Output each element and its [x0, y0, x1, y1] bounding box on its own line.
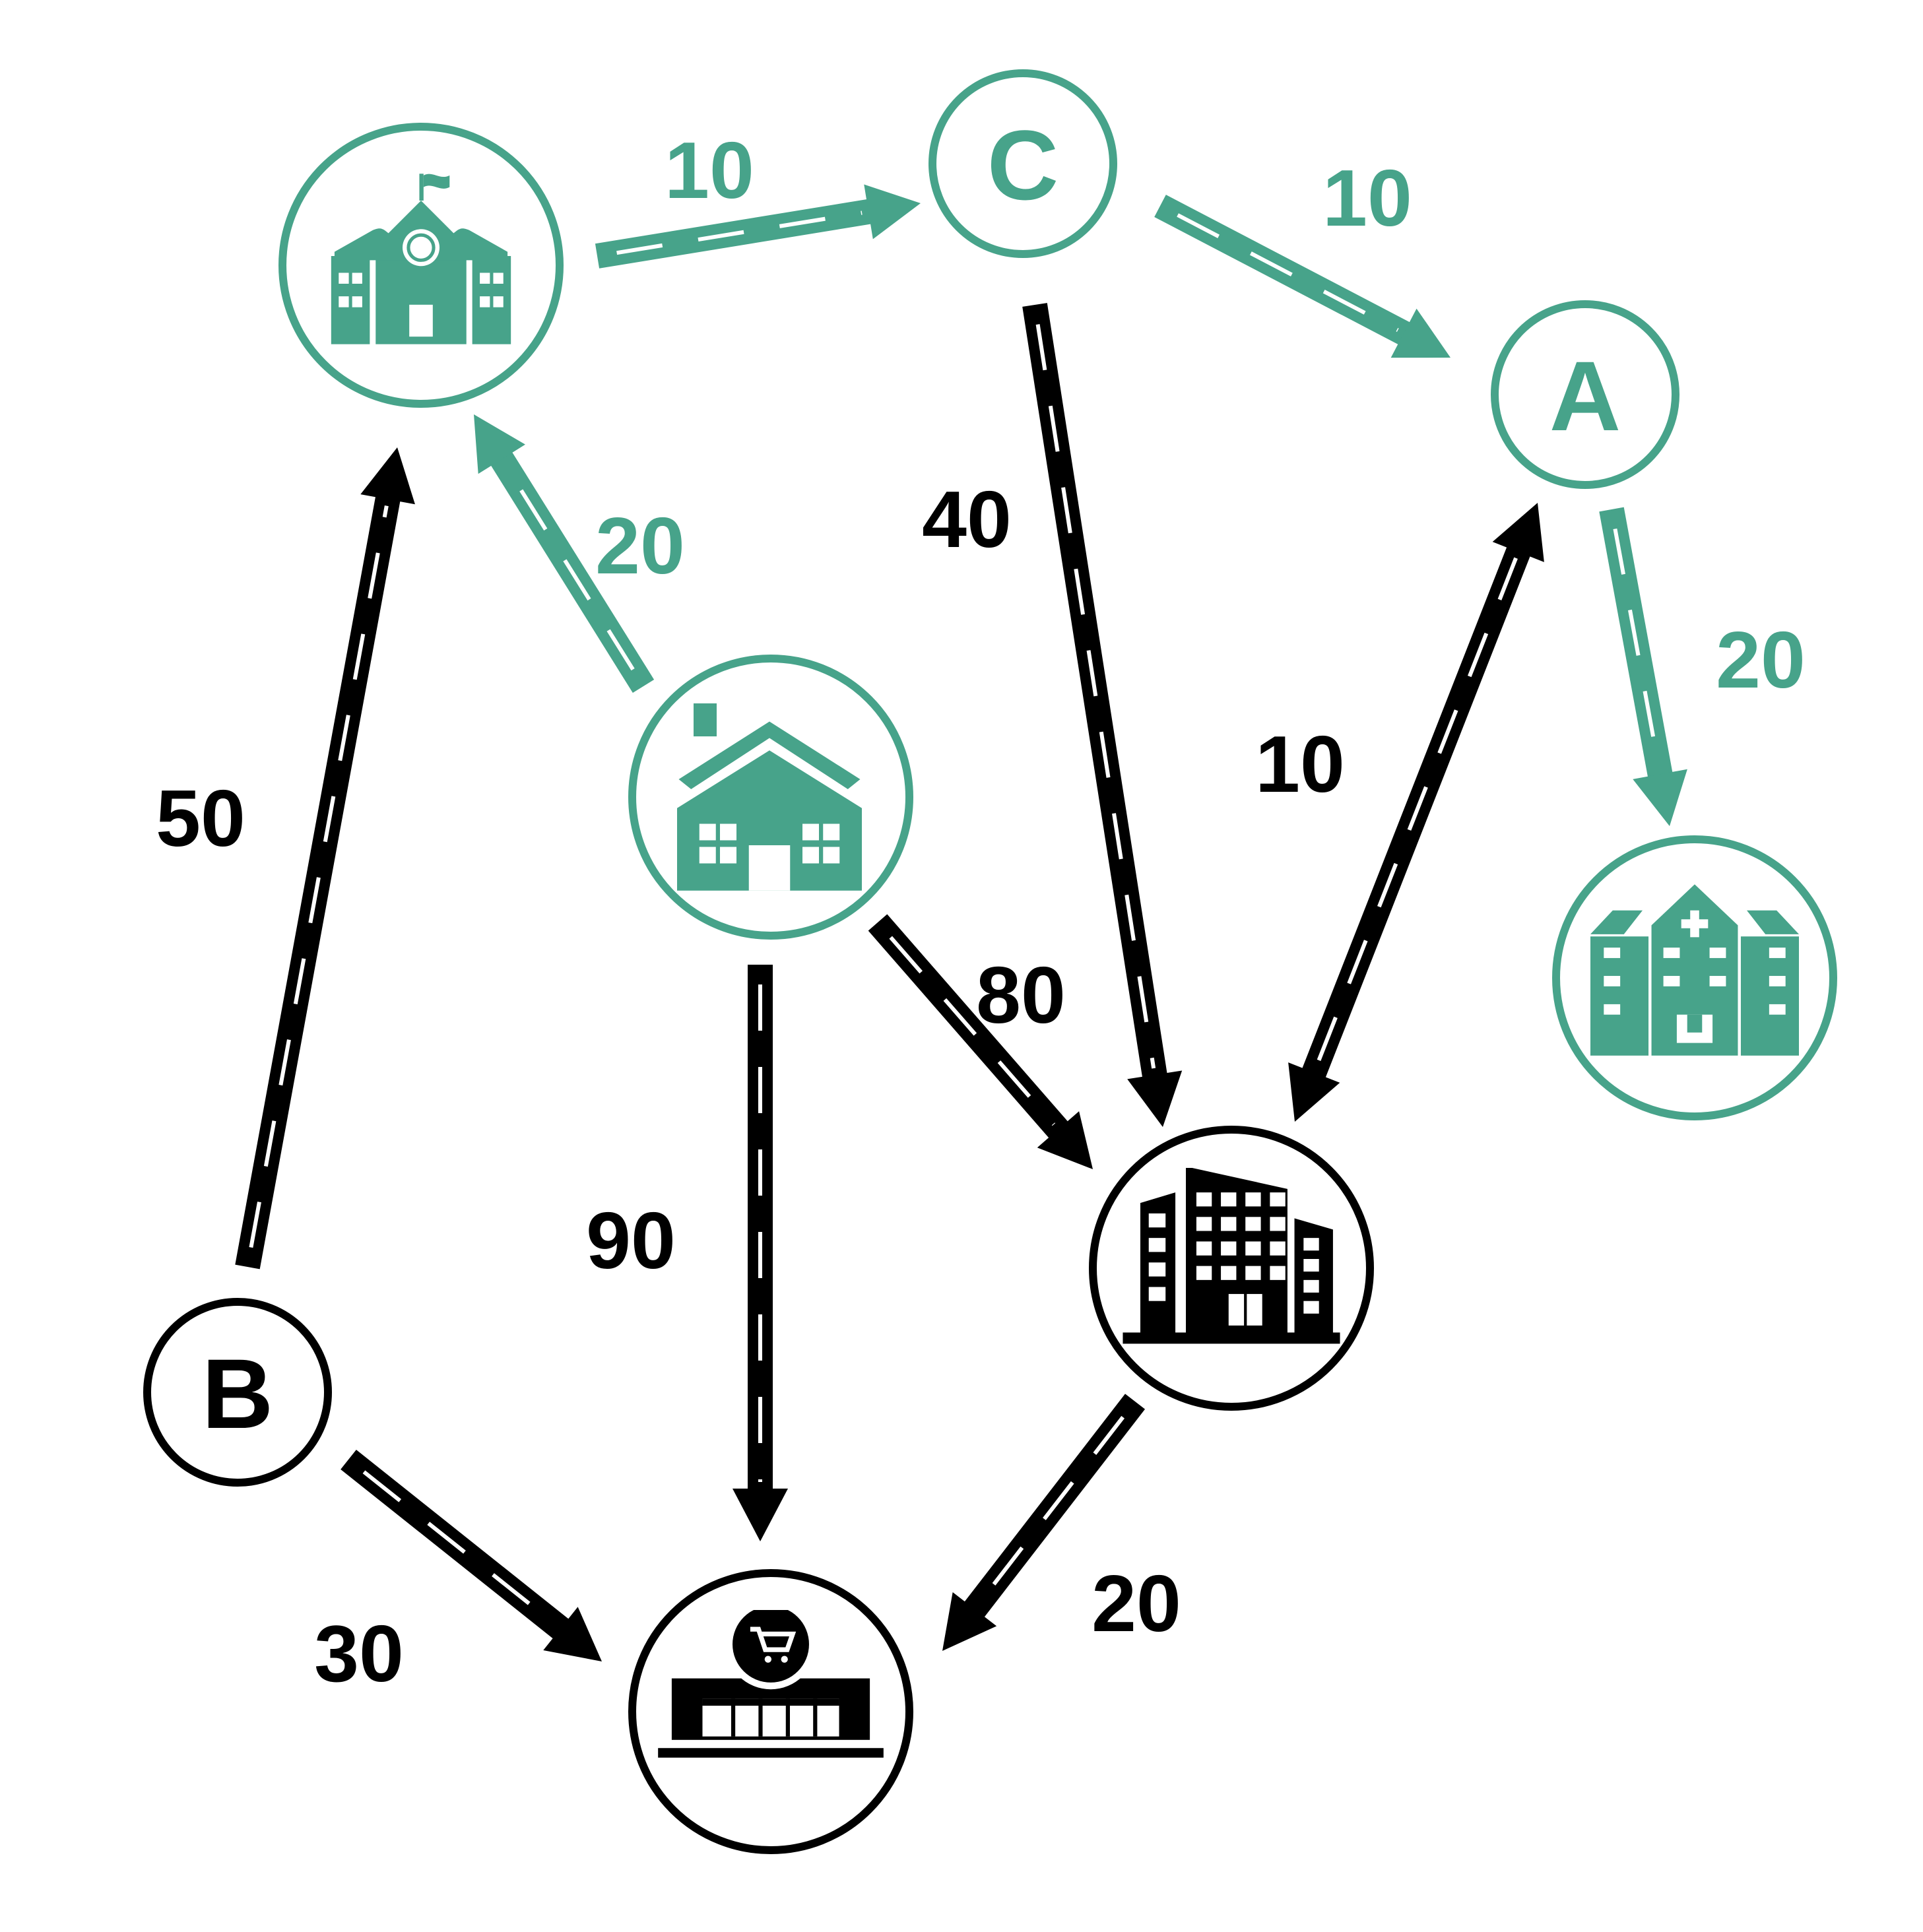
edges-layer	[235, 184, 1687, 1661]
edge-a-to-hospital	[1599, 507, 1687, 826]
nodes-layer: C A B	[143, 69, 1837, 1854]
edge-c-to-a	[1154, 195, 1450, 358]
road-lane-dashes	[1317, 557, 1518, 1062]
road-lane-dashes	[616, 210, 863, 255]
edge-office-to-store	[942, 1394, 1146, 1651]
road-lane-dashes	[362, 1470, 557, 1626]
edge-house-to-store	[733, 965, 788, 1541]
arrowhead	[360, 447, 415, 505]
edge-c-to-office	[1022, 303, 1183, 1127]
node-c-label: C	[987, 110, 1059, 220]
edge-weight-school-c: 10	[665, 125, 754, 215]
road-lane-dashes	[1035, 324, 1156, 1069]
node-a: A	[1491, 300, 1679, 489]
edge-weight-a-hospital: 20	[1716, 615, 1806, 705]
arrowhead	[942, 1592, 997, 1651]
arrowhead	[474, 414, 525, 474]
road-lane-dashes	[1613, 528, 1661, 769]
edge-weight-c-office: 40	[922, 474, 1012, 564]
arrowhead	[1390, 308, 1450, 358]
node-hospital	[1552, 835, 1837, 1120]
node-school	[278, 123, 564, 408]
node-b-label: B	[202, 1338, 273, 1449]
arrowhead	[733, 1489, 788, 1541]
edge-weight-house-office: 80	[976, 950, 1066, 1040]
node-b: B	[143, 1298, 332, 1487]
arrowhead	[543, 1607, 602, 1661]
edge-office-to-a	[1288, 503, 1544, 1122]
node-office	[1089, 1126, 1374, 1411]
edge-weight-house-school: 20	[595, 501, 685, 591]
arrowhead	[864, 184, 921, 240]
edge-b-to-school	[235, 447, 415, 1270]
edge-school-to-c	[595, 184, 921, 269]
road-lane-dashes	[504, 463, 635, 671]
arrowhead-reverse	[1288, 1062, 1340, 1122]
road-lane-dashes	[249, 505, 389, 1248]
weight-labels-layer: 10 10 20 20 40 50 10 80 90 30 20	[156, 125, 1806, 1698]
node-house	[628, 655, 913, 940]
edge-weight-office-a: 10	[1255, 719, 1345, 809]
arrowhead	[1492, 503, 1544, 562]
edge-weight-house-store: 90	[586, 1196, 676, 1285]
road-lane-dashes	[1177, 213, 1399, 332]
edge-weight-c-a: 10	[1322, 153, 1412, 243]
edge-weight-office-store: 20	[1092, 1559, 1181, 1648]
node-c: C	[929, 69, 1117, 258]
edge-b-to-store	[341, 1450, 602, 1661]
edge-house-to-school	[474, 414, 655, 693]
road-lane-dashes	[889, 936, 1056, 1126]
edge-weight-b-store: 30	[314, 1609, 404, 1698]
arrowhead	[1633, 769, 1687, 826]
node-a-label: A	[1549, 340, 1621, 451]
arrowhead	[1037, 1111, 1093, 1169]
road-lane-dashes	[977, 1415, 1125, 1605]
edge-house-to-office	[868, 914, 1093, 1169]
edge-weight-b-school: 50	[156, 773, 245, 863]
node-store	[628, 1569, 913, 1854]
arrowhead	[1127, 1070, 1183, 1127]
